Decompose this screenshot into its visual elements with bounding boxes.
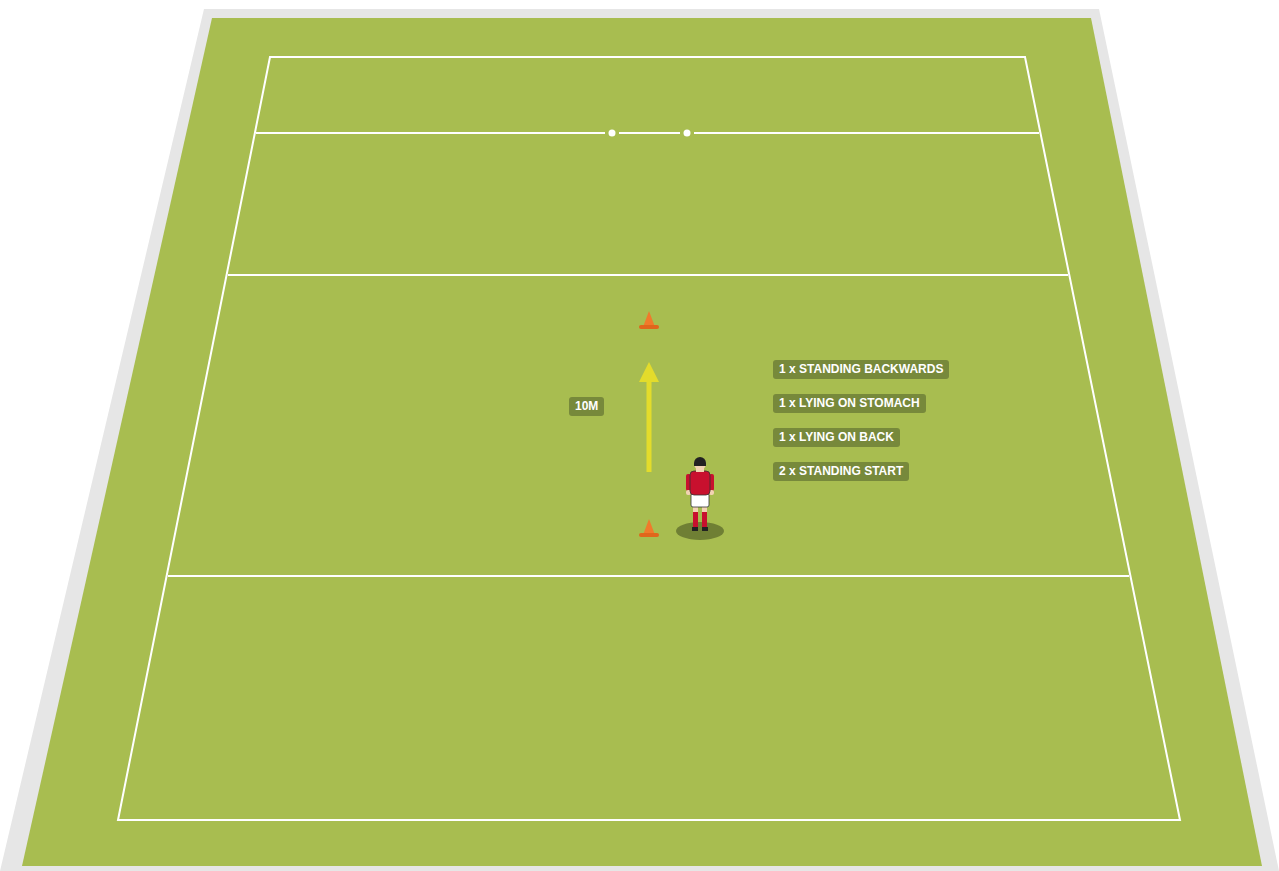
label-text: 1 x LYING ON BACK (779, 430, 894, 445)
pitch-grass (22, 18, 1262, 866)
instruction-label: 2 x STANDING START (773, 462, 909, 481)
instruction-label: 1 x LYING ON BACK (773, 428, 900, 447)
label-text: 1 x LYING ON STOMACH (779, 396, 920, 411)
label-text: 1 x STANDING BACKWARDS (779, 362, 943, 377)
label-text: 10M (575, 399, 598, 414)
label-text: 2 x STANDING START (779, 464, 903, 479)
cone (639, 311, 659, 329)
pitch-line (168, 575, 1129, 577)
pitch-line (694, 132, 1039, 134)
pitch-line (228, 274, 1068, 276)
line-dot (684, 130, 691, 137)
distance-label: 10M (569, 397, 604, 416)
pitch-line (256, 132, 605, 134)
field-outline (118, 57, 1180, 820)
line-dot (609, 130, 616, 137)
instruction-label: 1 x STANDING BACKWARDS (773, 360, 949, 379)
pitch-line (619, 132, 680, 134)
pitch-lines (118, 57, 1180, 820)
instruction-label: 1 x LYING ON STOMACH (773, 394, 926, 413)
pitch-border (0, 9, 1279, 871)
cone (639, 519, 659, 537)
run-arrow (647, 372, 652, 472)
player-figure (676, 457, 724, 540)
